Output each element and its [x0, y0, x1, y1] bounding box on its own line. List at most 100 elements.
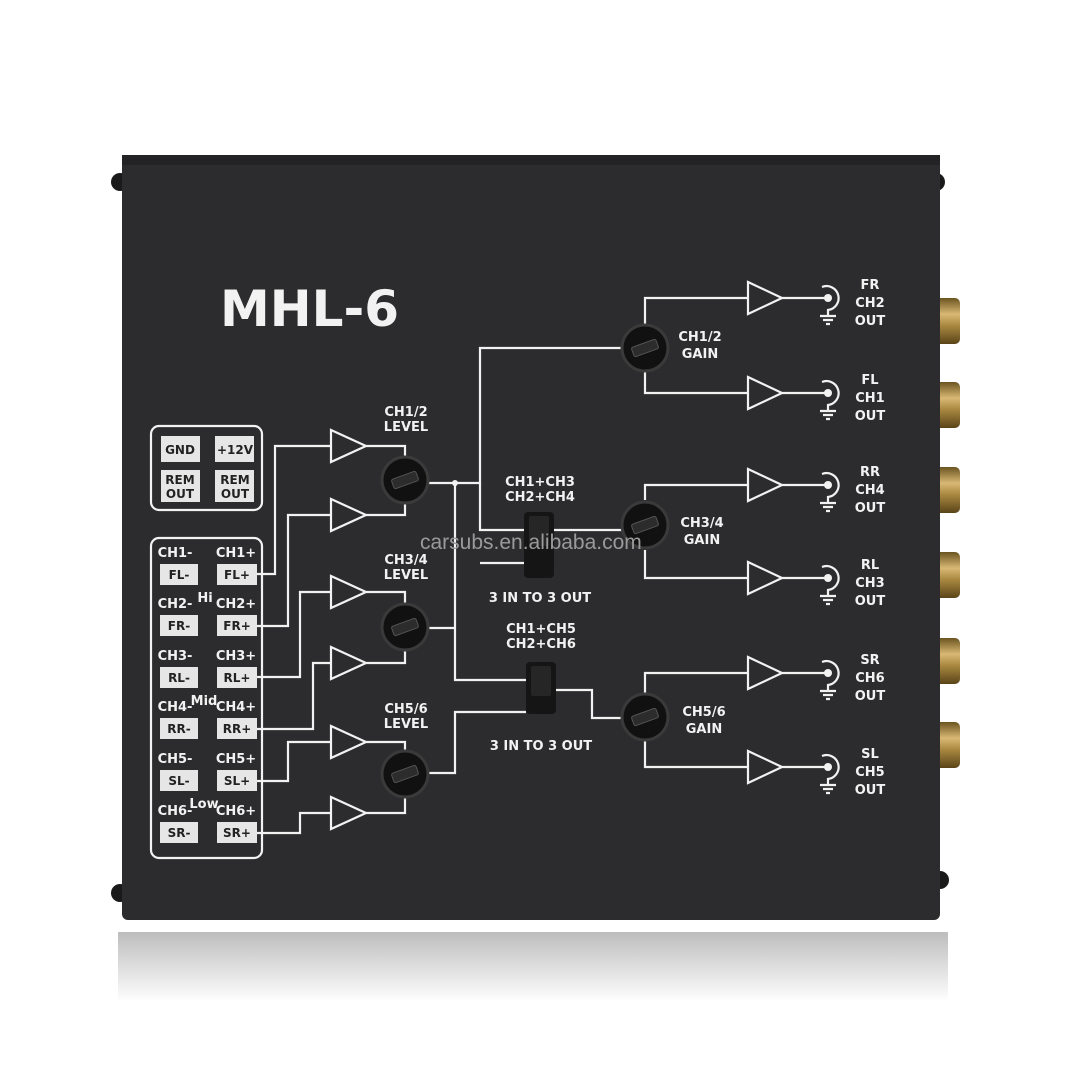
- rem-label: REM: [165, 473, 194, 487]
- output-label-ch: CH4: [855, 483, 884, 498]
- terminal-pos: [217, 822, 257, 843]
- out-label: OUT: [221, 487, 250, 501]
- switch-label: CH1+CH3: [505, 475, 575, 490]
- input-terminal-block: CH1-CH1+FL-FL+CH2-CH2+FR-FR+CH3-CH3+RL-R…: [149, 536, 264, 860]
- input-buffer-amps: [329, 428, 369, 831]
- gain-knob-2[interactable]: [620, 500, 670, 550]
- band-hi: Hi: [197, 591, 212, 606]
- input-neg-label: CH2-: [158, 597, 193, 612]
- output-label-ch: CH2: [855, 296, 884, 311]
- input-neg-label: CH4-: [158, 700, 193, 715]
- out-label: OUT: [166, 487, 195, 501]
- terminal-neg: [160, 667, 198, 688]
- output-label-pos: SR: [860, 653, 879, 668]
- output-jack-icon: [782, 565, 840, 606]
- gain-knob-3[interactable]: [620, 692, 670, 742]
- model-title: MHL-6: [220, 280, 399, 338]
- output-label-pos: SL: [861, 747, 879, 762]
- level-knob-3[interactable]: [380, 749, 430, 799]
- gain-label: GAIN: [686, 722, 722, 737]
- input-neg-label: CH6-: [158, 804, 193, 819]
- terminal-neg: [160, 615, 198, 636]
- gain-label: GAIN: [684, 533, 720, 548]
- level-label: CH1/2: [384, 405, 427, 420]
- output-amp: [746, 655, 785, 691]
- gain-label: GAIN: [682, 347, 718, 362]
- gain-label: CH3/4: [680, 516, 723, 531]
- output-amps: [746, 280, 785, 785]
- terminal-pos: [217, 564, 257, 585]
- output-amp: [746, 375, 785, 411]
- switch-label: CH2+CH4: [505, 490, 575, 505]
- gain-label: CH1/2: [678, 330, 721, 345]
- output-amp: [746, 467, 785, 503]
- input-pos: FR+: [223, 619, 251, 633]
- gain-label: CH5/6: [682, 705, 725, 720]
- output-amp: [746, 749, 785, 785]
- output-jack-icon: [782, 285, 840, 326]
- level-label: LEVEL: [384, 568, 428, 583]
- terminal-pos: [217, 770, 257, 791]
- level-knob-2[interactable]: [380, 602, 430, 652]
- output-label-ch: CH6: [855, 671, 884, 686]
- input-pos-label: CH5+: [216, 752, 256, 767]
- band-low: Low: [189, 797, 218, 812]
- output-label-pos: RL: [861, 558, 879, 573]
- output-jack-icon: [782, 380, 840, 421]
- level-label: CH5/6: [384, 702, 427, 717]
- input-neg: FR-: [168, 619, 190, 633]
- output-amp: [746, 560, 785, 596]
- input-pos: SR+: [223, 826, 251, 840]
- input-neg: RR-: [167, 722, 190, 736]
- output-label-ch: CH1: [855, 391, 884, 406]
- input-pos: RL+: [224, 671, 251, 685]
- input-neg: SR-: [168, 826, 191, 840]
- terminal-pos: [217, 718, 257, 739]
- level-knob-1[interactable]: [380, 455, 430, 505]
- level-label: LEVEL: [384, 717, 428, 732]
- input-pos: FL+: [224, 568, 250, 582]
- input-pos-label: CH2+: [216, 597, 256, 612]
- terminal-neg: [160, 564, 198, 585]
- gnd-label: GND: [165, 443, 195, 457]
- switch-label: CH1+CH5: [506, 622, 576, 637]
- terminal-pos: [217, 615, 257, 636]
- switch-mode-label: 3 IN TO 3 OUT: [490, 739, 592, 754]
- input-neg-label: CH5-: [158, 752, 193, 767]
- input-pos: RR+: [223, 722, 252, 736]
- input-pos: SL+: [224, 774, 250, 788]
- output-label-pos: FL: [861, 373, 878, 388]
- input-neg: RL-: [168, 671, 190, 685]
- reflection: [118, 932, 948, 1002]
- output-label-out: OUT: [855, 594, 886, 609]
- terminal-neg: [160, 822, 198, 843]
- mode-switch-2[interactable]: [526, 662, 556, 714]
- input-neg: FL-: [169, 568, 190, 582]
- output-jack-icon: [782, 660, 840, 701]
- rem-label: REM: [220, 473, 249, 487]
- input-neg: SL-: [168, 774, 189, 788]
- gain-knob-1[interactable]: [620, 323, 670, 373]
- input-neg-label: CH3-: [158, 649, 193, 664]
- output-label-pos: RR: [860, 465, 880, 480]
- terminal-neg: [160, 770, 198, 791]
- 12v-label: +12V: [217, 443, 254, 457]
- terminal-pos: [217, 667, 257, 688]
- output-label-out: OUT: [855, 783, 886, 798]
- switch-mode-label: 3 IN TO 3 OUT: [489, 591, 591, 606]
- level-label: CH3/4: [384, 553, 427, 568]
- mode-switch-1[interactable]: [524, 512, 554, 578]
- input-pos-label: CH6+: [216, 804, 256, 819]
- output-label-pos: FR: [861, 278, 880, 293]
- output-label-out: OUT: [855, 314, 886, 329]
- output-jack-icon: [782, 754, 840, 795]
- output-jack-icon: [782, 472, 840, 513]
- output-label-out: OUT: [855, 689, 886, 704]
- output-amp: [746, 280, 785, 316]
- input-pos-label: CH4+: [216, 700, 256, 715]
- output-label-out: OUT: [855, 501, 886, 516]
- input-pos-label: CH1+: [216, 546, 256, 561]
- watermark: carsubs.en.alibaba.com: [420, 531, 642, 554]
- switch-label: CH2+CH6: [506, 637, 576, 652]
